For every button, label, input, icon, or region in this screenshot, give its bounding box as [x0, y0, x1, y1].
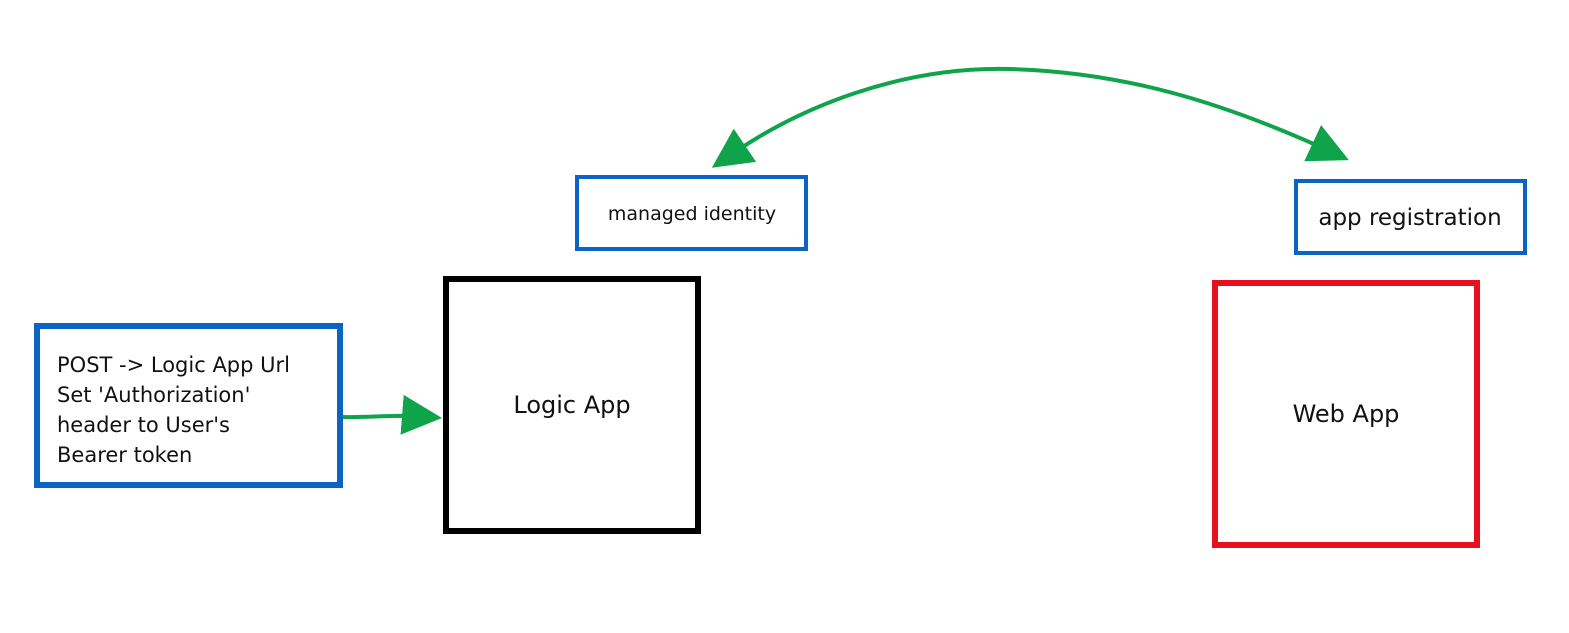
- logic-app-border: [443, 276, 701, 534]
- request-box: POST -> Logic App Url Set 'Authorization…: [34, 323, 343, 488]
- app-registration-label: app registration: [1318, 205, 1501, 231]
- request-box-border: [34, 323, 343, 488]
- managed-identity-label: managed identity: [608, 203, 776, 225]
- request-line-2: Set 'Authorization': [57, 383, 250, 407]
- request-to-logic-app-arrow: [342, 394, 442, 435]
- web-app-border: [1212, 280, 1480, 548]
- managed-identity-box: managed identity: [575, 175, 808, 251]
- request-line-1: POST -> Logic App Url: [57, 353, 290, 377]
- app-registration-border: [1294, 179, 1527, 255]
- logic-app-label: Logic App: [513, 391, 630, 419]
- identity-registration-double-arrow: [711, 66, 1349, 168]
- web-app-label: Web App: [1293, 400, 1400, 428]
- managed-identity-border: [575, 175, 808, 251]
- request-line-3: header to User's: [57, 413, 230, 437]
- web-app-box: Web App: [1212, 280, 1480, 548]
- logic-app-box: Logic App: [443, 276, 701, 534]
- request-line-4: Bearer token: [57, 443, 192, 467]
- app-registration-box: app registration: [1294, 179, 1527, 255]
